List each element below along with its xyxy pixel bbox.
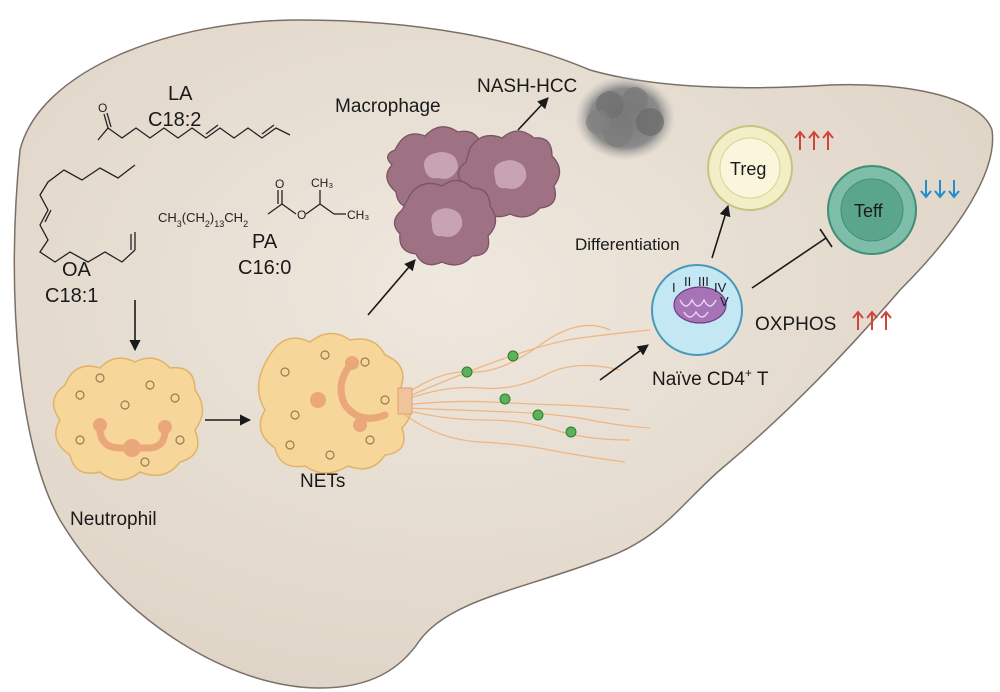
oxphos-up-arrows-icon [852, 310, 892, 330]
oxphos-label: OXPHOS [755, 314, 836, 335]
pa-name: PA [252, 231, 278, 253]
complex-i: I [672, 280, 676, 295]
net-strands [404, 324, 651, 463]
la-name: LA [168, 83, 193, 105]
oa-structure [39, 164, 136, 263]
la-oxygen: O [98, 101, 107, 115]
teff-label: Teff [854, 201, 884, 221]
macrophage-cluster [386, 126, 561, 266]
pa-structure-text: CH3(CH2)13CH2 [158, 210, 248, 229]
la-formula: C18:2 [148, 109, 201, 131]
macrophage-label: Macrophage [335, 96, 441, 117]
neutrophil-label: Neutrophil [70, 509, 157, 530]
complex-iv: IV [714, 280, 727, 295]
pa-carbonyl-o: O [275, 177, 284, 191]
pa-ester-structure [267, 190, 346, 215]
naive-cd4-label: Naïve CD4+ T [652, 366, 769, 390]
treg-label: Treg [730, 159, 766, 179]
pa-methyl-right: CH₃ [347, 208, 369, 222]
differentiation-label: Differentiation [575, 235, 680, 254]
pa-ester-o: O [297, 208, 306, 222]
net-granules [461, 350, 577, 438]
treg-up-arrows-icon [794, 130, 834, 150]
arrow-nets-to-macrophage [367, 259, 416, 316]
treg-cell [707, 125, 793, 211]
teff-down-arrows-icon [920, 180, 960, 199]
teff-cell [827, 165, 917, 255]
nash-hcc-tumor [575, 76, 675, 160]
neutrophil-cell [52, 357, 204, 481]
nets-cell [257, 332, 412, 474]
oa-formula: C18:1 [45, 285, 98, 307]
nets-label: NETs [300, 471, 345, 492]
complex-iii: III [698, 274, 709, 289]
la-structure [97, 112, 291, 141]
oa-name: OA [62, 259, 92, 281]
net-origin [397, 387, 413, 415]
arrow-macrophage-to-hcc [517, 97, 549, 131]
arrow-nets-to-naive [599, 344, 649, 381]
pa-methyl-top: CH₃ [311, 176, 333, 190]
nash-hcc-label: NASH-HCC [477, 76, 577, 97]
naive-cd4-cell [651, 264, 743, 356]
complex-ii: II [684, 274, 691, 289]
complex-v: V [720, 294, 729, 309]
arrow-differentiation [711, 204, 731, 259]
inhibition-naive-to-teff [751, 228, 833, 289]
pa-formula: C16:0 [238, 257, 291, 279]
